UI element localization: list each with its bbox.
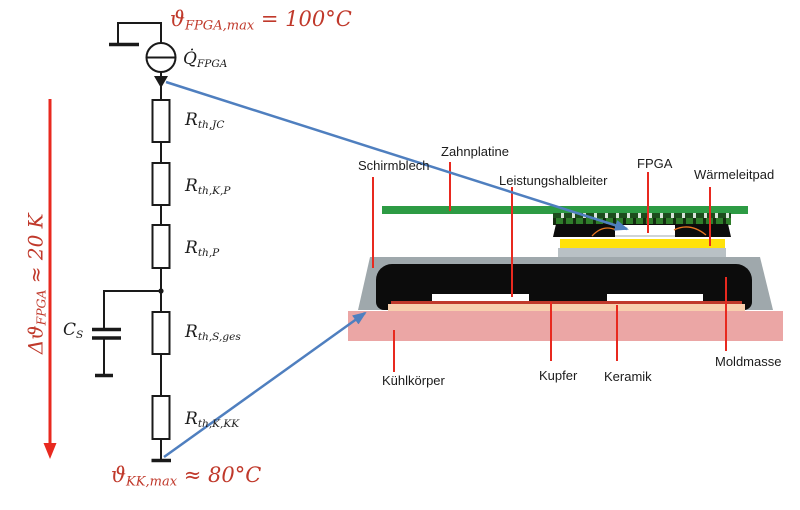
resistor-th-jc bbox=[151, 99, 171, 143]
fpga-pcb bbox=[553, 218, 731, 225]
power-semiconductor-die bbox=[607, 294, 703, 301]
label-keramik: Keramik bbox=[604, 369, 652, 384]
resistor-label-th-p: Rth,P bbox=[185, 238, 219, 259]
resistor-label-th-jc: Rth,JC bbox=[185, 110, 224, 131]
label-moldmasse: Moldmasse bbox=[715, 354, 782, 369]
bottom-temp-label: ϑKK,max ≈ 80°C bbox=[111, 463, 261, 490]
source-symbol: Q̇ bbox=[183, 49, 197, 69]
resistor-th-k-p bbox=[151, 162, 171, 206]
resistor-label-th-k-kk: Rth,K,KK bbox=[185, 409, 239, 430]
label-kupfer: Kupfer bbox=[539, 368, 578, 383]
resistor-symbol: R bbox=[185, 110, 198, 130]
label-fpga: FPGA bbox=[637, 156, 673, 171]
delta-arrow-head-icon bbox=[43, 443, 57, 459]
bottom-temp-subscript: KK,max bbox=[126, 474, 178, 490]
capacitor-symbol: C bbox=[63, 320, 77, 340]
pedestal-block bbox=[558, 248, 726, 257]
label-leistungshalbleiter: Leistungshalbleiter bbox=[499, 173, 608, 188]
label-zahnplatine: Zahnplatine bbox=[441, 144, 509, 159]
capacitor-subscript: S bbox=[76, 328, 84, 341]
waermeleitpad-layer bbox=[560, 239, 725, 248]
resistor-label-th-s-ges: Rth,S,ges bbox=[185, 322, 241, 343]
resistor-subscript: th,JC bbox=[197, 118, 225, 131]
top-temp-value: = 100°C bbox=[254, 7, 352, 31]
power-semiconductor-die bbox=[432, 294, 529, 301]
resistor-subscript: th,K,KK bbox=[197, 417, 240, 430]
copper-layer bbox=[391, 301, 742, 304]
delta-temp-label: ΔϑFPGA ≈ 20 K bbox=[23, 184, 48, 384]
label-kuehlkoerper: Kühlkörper bbox=[382, 373, 445, 388]
thermal-circuit bbox=[92, 22, 177, 463]
top-temp-symbol: ϑ bbox=[170, 7, 186, 31]
resistor-symbol: R bbox=[185, 238, 198, 258]
ceramic-layer bbox=[388, 304, 745, 311]
top-temp-subscript: FPGA,max bbox=[185, 18, 255, 34]
resistor-th-p bbox=[151, 224, 171, 269]
source-subscript: FPGA bbox=[196, 57, 228, 70]
circuit-node bbox=[158, 288, 164, 294]
capacitor-label: CS bbox=[63, 320, 83, 341]
heatsink-slab bbox=[348, 311, 783, 341]
top-temp-label: ϑFPGA,max = 100°C bbox=[170, 7, 352, 34]
resistor-label-th-k-p: Rth,K,P bbox=[185, 176, 230, 197]
resistor-th-s-ges bbox=[151, 311, 171, 355]
bottom-temp-value: ≈ 80°C bbox=[177, 463, 262, 487]
resistor-symbol: R bbox=[185, 176, 198, 196]
resistor-subscript: th,S,ges bbox=[197, 330, 241, 343]
label-waermeleitpad: Wärmeleitpad bbox=[694, 167, 775, 182]
wire-to-ground bbox=[117, 22, 162, 43]
heat-source bbox=[145, 42, 177, 73]
heat-source-label: Q̇FPGA bbox=[183, 49, 227, 70]
resistor-th-k-kk bbox=[151, 395, 171, 440]
resistor-symbol: R bbox=[185, 409, 198, 429]
delta-symbol: Δϑ bbox=[23, 325, 48, 355]
delta-subscript: FPGA bbox=[33, 289, 49, 326]
fpga-die bbox=[615, 225, 675, 237]
wire-capacitor-branch bbox=[103, 290, 161, 328]
label-schirmblech: Schirmblech bbox=[358, 158, 430, 173]
fpga-pcb-solder-row bbox=[553, 213, 731, 218]
flow-direction-arrow-icon bbox=[154, 76, 168, 88]
resistor-subscript: th,K,P bbox=[197, 184, 231, 197]
delta-value: ≈ 20 K bbox=[23, 213, 48, 290]
bottom-temp-symbol: ϑ bbox=[111, 463, 127, 487]
resistor-symbol: R bbox=[185, 322, 198, 342]
resistor-subscript: th,P bbox=[197, 246, 220, 259]
